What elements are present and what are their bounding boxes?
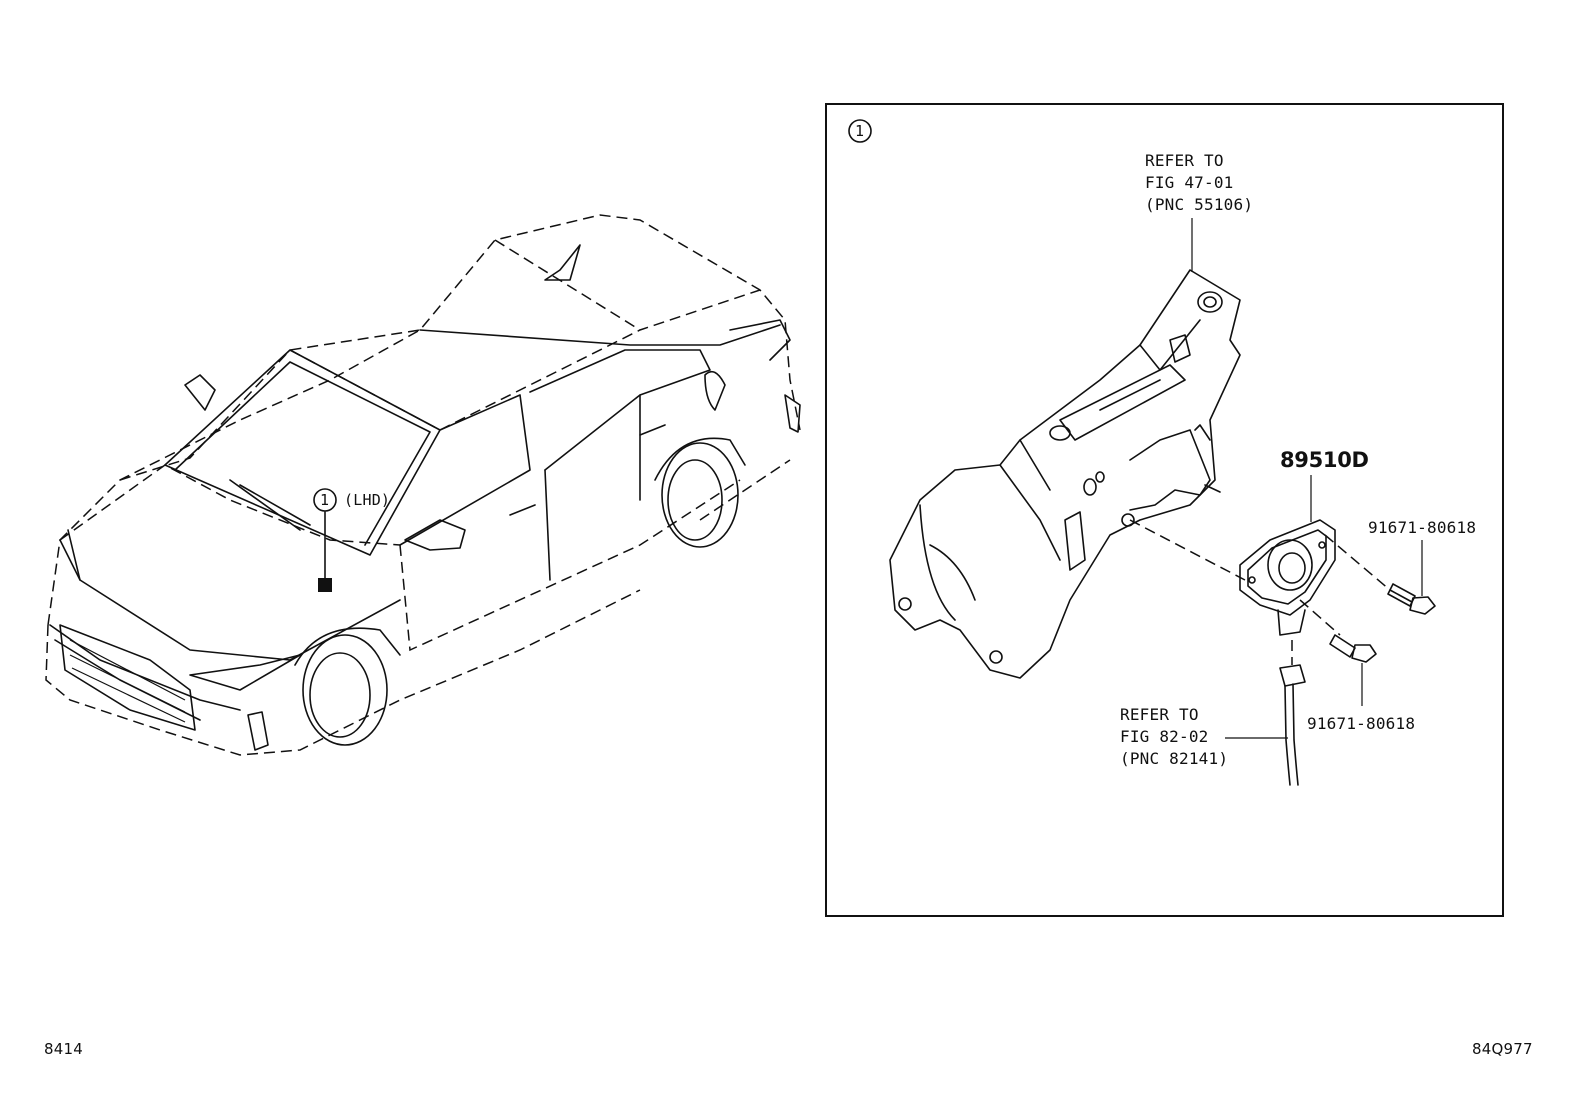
bolt-icon [1329, 634, 1377, 663]
detail-panel [825, 103, 1504, 917]
car-callout-number: 1 [320, 491, 330, 509]
car-body-outline [45, 214, 801, 756]
car-body-lines [49, 244, 801, 751]
bolt-label-lower: 91671-80618 [1307, 714, 1416, 733]
part-number-main: 89510D [1280, 448, 1369, 472]
refer-top-line-2: FIG 47-01 [1145, 173, 1234, 192]
refer-top-line-3: (PNC 55106) [1145, 195, 1254, 214]
circled-number-icon [848, 119, 872, 143]
refer-bottom-line-2: FIG 82-02 [1120, 727, 1209, 746]
panel-callout-number: 1 [855, 122, 865, 140]
refer-top-line-1: REFER TO [1145, 151, 1224, 170]
circled-number-icon [313, 488, 337, 512]
sensor-icon [1239, 519, 1336, 636]
refer-bottom-line-3: (PNC 82141) [1120, 749, 1229, 768]
connector-icon [1279, 664, 1306, 786]
footer-left-code: 8414 [44, 1040, 83, 1058]
footer-right-code: 84Q977 [1472, 1040, 1533, 1058]
car-callout-text: (LHD) [344, 491, 391, 509]
location-marker-icon [318, 578, 332, 592]
bolt-icon [1387, 583, 1436, 615]
bracket-assembly [889, 269, 1241, 679]
refer-bottom-line-1: REFER TO [1120, 705, 1199, 724]
bolt-label-upper: 91671-80618 [1368, 518, 1477, 537]
